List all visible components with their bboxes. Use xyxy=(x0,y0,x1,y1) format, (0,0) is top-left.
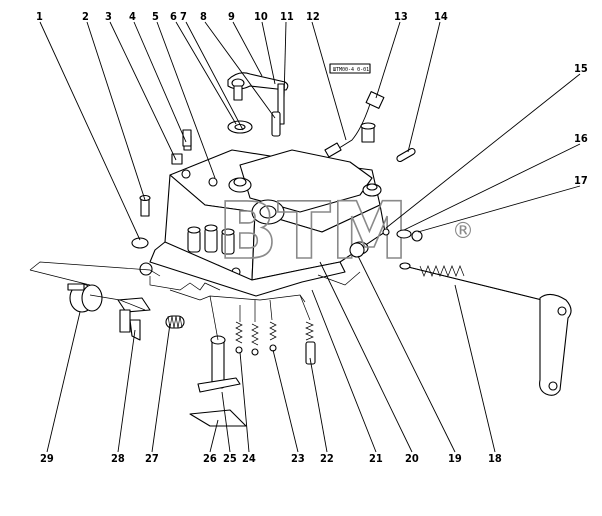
callout-25: 25 xyxy=(223,452,237,465)
callout-13: 13 xyxy=(394,10,408,23)
callout-6: 6 xyxy=(170,10,177,23)
watermark: BTM ® xyxy=(217,186,474,278)
callout-17: 17 xyxy=(574,174,588,187)
callout-12: 12 xyxy=(306,10,320,23)
callout-15: 15 xyxy=(574,62,588,75)
callout-14: 14 xyxy=(434,10,448,23)
callout-24: 24 xyxy=(242,452,256,465)
callout-19: 19 xyxy=(448,452,462,465)
callout-26: 26 xyxy=(203,452,217,465)
callout-20: 20 xyxy=(405,452,419,465)
watermark-text: BTM xyxy=(218,187,408,277)
callout-1: 1 xyxy=(36,10,43,23)
callout-23: 23 xyxy=(291,452,305,465)
callout-9: 9 xyxy=(228,10,235,23)
callout-5: 5 xyxy=(152,10,159,23)
callout-2: 2 xyxy=(82,10,89,23)
callout-21: 21 xyxy=(369,452,383,465)
leader-lines xyxy=(39,21,581,453)
callout-4: 4 xyxy=(129,10,136,23)
callout-16: 16 xyxy=(574,132,588,145)
callout-8: 8 xyxy=(200,10,207,23)
callout-28: 28 xyxy=(111,452,125,465)
callout-3: 3 xyxy=(105,10,112,23)
callouts: 1 2 3 4 5 6 7 8 9 10 11 12 13 14 15 16 1… xyxy=(36,10,588,465)
callout-10: 10 xyxy=(254,10,268,23)
callout-29: 29 xyxy=(40,452,54,465)
loose-parts: ШТМ00-4 0-01 xyxy=(67,63,572,427)
housing xyxy=(149,133,386,297)
callout-22: 22 xyxy=(320,452,334,465)
callout-7: 7 xyxy=(180,10,187,23)
guide-lines xyxy=(29,261,361,341)
callout-18: 18 xyxy=(488,452,502,465)
callout-27: 27 xyxy=(145,452,159,465)
callout-11: 11 xyxy=(280,10,294,23)
registered-mark: ® xyxy=(452,219,474,244)
part-tag-label: ШТМ00-4 0-01 xyxy=(333,67,369,73)
